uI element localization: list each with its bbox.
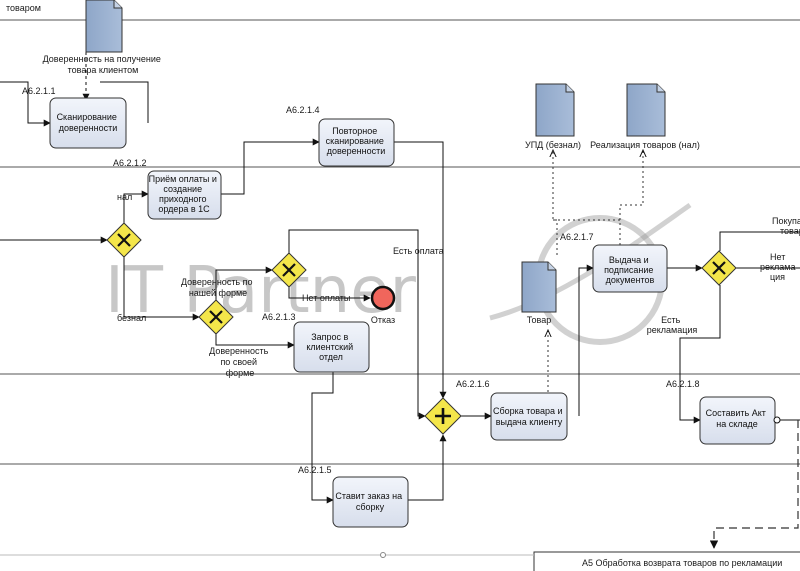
sequence-flows (0, 52, 800, 504)
edge-labels: нал безнал Доверенность по нашей форме Д… (117, 192, 800, 378)
scroll-marker (0, 552, 534, 558)
task-ids: А6.2.1.1 А6.2.1.2 А6.2.1.3 А6.2.1.4 А6.2… (22, 86, 700, 475)
edge-pokupatel: Покупа товар (772, 216, 800, 236)
document-doverennost: Доверенность на получение товара клиенто… (43, 0, 164, 75)
gateway-payment-type (106, 222, 142, 258)
edge-est-oplata: Есть оплата (393, 246, 444, 256)
task-scan-line2: доверенности (59, 123, 118, 133)
subprocess-box[interactable]: А5 Обработка возврата товаров по реклама… (533, 551, 800, 571)
task-vydacha[interactable]: Выдача и подписание документов (592, 244, 668, 293)
task-priem-line2: создание (163, 184, 202, 194)
task-akt-line2: на складе (716, 419, 758, 429)
doc-realizaciya-label: Реализация товаров (нал) (590, 140, 700, 150)
top-lane-label: товаром (6, 3, 41, 13)
end-event-otkaz: Отказ (370, 285, 396, 325)
edge-pokupatel-line2: товар (780, 226, 800, 236)
boundary-event-icon (773, 416, 781, 424)
association-flows (548, 150, 643, 392)
task-akt-line1: Составить Акт (706, 408, 766, 418)
task-scan-line1: Сканирование (57, 112, 117, 122)
task-id-t1: А6.2.1.1 (22, 86, 56, 96)
edge-dov-nashei-line2: нашей форме (189, 288, 247, 298)
doc-doverennost-line1: Доверенность на получение (43, 54, 161, 64)
edge-pokupatel-line1: Покупа (772, 216, 800, 226)
edge-est-reklamaciya: Есть рекламация (647, 315, 698, 335)
doc-doverennost-line2: товара клиентом (68, 65, 139, 75)
task-id-t2: А6.2.1.2 (113, 158, 147, 168)
task-zapros-line3: отдел (319, 352, 343, 362)
edge-net-reklamaciya: Нет реклама ция (760, 252, 798, 282)
task-priem-line3: приходного (159, 194, 206, 204)
task-sborka-line2: выдача клиенту (496, 417, 563, 427)
task-povtor-line2: сканирование (326, 136, 384, 146)
svg-text:Запрос в клиентский: Запрос в клиентский отдел (306, 332, 355, 362)
edge-est-reklamaciya-line1: Есть (661, 315, 681, 325)
svg-text:Повторное сканирование: Повторное сканирование доверенности (326, 126, 387, 156)
svg-text:Составить Акт на складе: Составить Акт на складе (706, 408, 769, 429)
task-zakaz[interactable]: Ставит заказ на сборку (332, 476, 409, 528)
document-realizaciya: Реализация товаров (нал) (590, 83, 700, 150)
task-sborka-line1: Сборка товара и (493, 406, 563, 416)
task-zapros[interactable]: Запрос в клиентский отдел (293, 321, 370, 373)
subprocess-label: А5 Обработка возврата товаров по реклама… (582, 558, 782, 568)
edge-dov-svoei-line1: Доверенность (209, 346, 268, 356)
end-event-otkaz-label: Отказ (371, 315, 395, 325)
task-priem-line1: Приём оплаты и (149, 174, 217, 184)
edge-net-reklamaciya-line2: реклама (760, 262, 796, 272)
watermark-text: IT Partner (105, 254, 417, 328)
gateway-oplata (271, 252, 307, 288)
task-vydacha-line2: подписание (604, 265, 653, 275)
task-id-t3: А6.2.1.3 (262, 312, 296, 322)
edge-net-reklamaciya-line1: Нет (770, 252, 785, 262)
edge-est-reklamaciya-line2: рекламация (647, 325, 698, 335)
gateway-reklamaciya (701, 250, 737, 286)
task-povtor-line1: Повторное (332, 126, 377, 136)
edge-net-reklamaciya-line3: ция (770, 272, 785, 282)
task-vydacha-line1: Выдача и (609, 255, 649, 265)
watermark: IT Partner (105, 202, 692, 345)
edge-beznal: безнал (117, 313, 146, 323)
doc-doverennost-label: Доверенность на получение товара клиенто… (43, 54, 164, 75)
task-akt[interactable]: Составить Акт на складе (699, 396, 776, 445)
task-id-t4: А6.2.1.4 (286, 105, 320, 115)
edge-dov-svoei-line2: по своей (220, 357, 257, 367)
task-priem-line4: ордера в 1С (158, 204, 210, 214)
task-priem[interactable]: Приём оплаты и создание приходного ордер… (147, 170, 222, 220)
edge-dov-svoei: Доверенность по своей форме (209, 346, 271, 378)
gateway-parallel (424, 397, 462, 435)
task-id-t8: А6.2.1.8 (666, 379, 700, 389)
task-id-t5: А6.2.1.5 (298, 465, 332, 475)
edge-net-oplaty: Нет оплаты (302, 293, 350, 303)
doc-upd-label: УПД (безнал) (525, 140, 581, 150)
document-upd: УПД (безнал) (525, 83, 581, 150)
edge-dov-nashei: Доверенность по нашей форме (181, 277, 255, 298)
edge-dov-svoei-line3: форме (226, 368, 255, 378)
svg-text:Ставит заказ на сборку: Ставит заказ на сборку (335, 491, 404, 512)
task-id-t7: А6.2.1.7 (560, 232, 594, 242)
task-zakaz-line2: сборку (356, 502, 385, 512)
subprocess-link (709, 420, 799, 549)
edge-nal: нал (117, 192, 132, 202)
task-zapros-line1: Запрос в (311, 332, 348, 342)
svg-text:Сканирование доверенност: Сканирование доверенности (57, 112, 120, 133)
gateway-doverennost-form (198, 299, 234, 335)
task-vydacha-line3: документов (606, 275, 655, 285)
svg-text:Приём оплаты и создание: Приём оплаты и создание приходного ордер… (149, 174, 220, 214)
svg-text:Сборка товара и выдача к: Сборка товара и выдача клиенту (493, 406, 565, 427)
document-tovar: Товар (521, 261, 557, 325)
task-povtor-line3: доверенности (327, 146, 386, 156)
task-zakaz-line1: Ставит заказ на (335, 491, 402, 501)
svg-text:Выдача и подписание: Выдача и подписание документов (604, 255, 656, 285)
task-scan[interactable]: Сканирование доверенности (49, 97, 127, 149)
task-povtor[interactable]: Повторное сканирование доверенности (318, 118, 395, 167)
task-zapros-line2: клиентский (306, 342, 353, 352)
task-sborka[interactable]: Сборка товара и выдача клиенту (490, 392, 568, 441)
doc-tovar-label: Товар (527, 315, 552, 325)
task-id-t6: А6.2.1.6 (456, 379, 490, 389)
lane-lines (0, 19, 800, 465)
edge-dov-nashei-line1: Доверенность по (181, 277, 253, 287)
